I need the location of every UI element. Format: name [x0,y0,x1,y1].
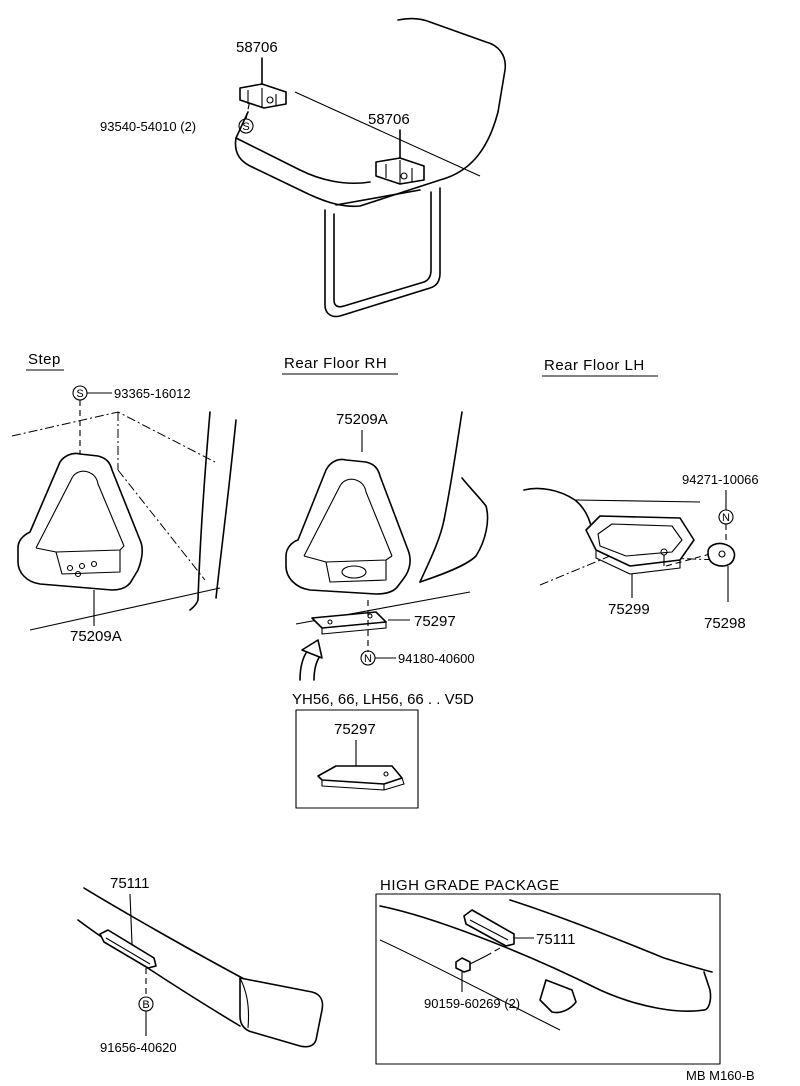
screw-symbol-s: S [76,388,83,400]
step-body-outline [11,411,237,631]
section-header-high-grade: HIGH GRADE PACKAGE [380,877,560,894]
part-label-58706-lower: 58706 [368,111,410,128]
part-label-75299: 75299 [608,601,650,618]
part-label-75297-rh: 75297 [414,613,456,630]
part-label-75111-high-grade: 75111 [536,931,576,948]
part-label-75209A-rh: 75209A [336,411,388,428]
nut-symbol-n-lh: N [722,512,730,524]
diagram-code: MB M160-B [686,1068,755,1083]
nut-label-94180: 94180-40600 [398,651,475,666]
screw-label-90159: 90159-60269 (2) [424,996,520,1011]
lh-plate-75298 [707,542,736,567]
step-bracket-75209A [17,452,143,591]
bumper-standard [77,887,324,1048]
variant-detail-box [295,709,419,809]
high-grade-box [375,893,721,1065]
hinge-58706-lower [375,129,425,185]
bracket-75297-rh [311,611,387,635]
variant-arrow [299,639,323,681]
bolt-label-93540: 93540-54010 (2) [100,119,196,134]
variant-caption: YH56, 66, LH56, 66 . . V5D [292,691,474,708]
hinge-58706-upper [239,57,287,109]
part-label-75111: 75111 [110,875,150,892]
screw-90159 [455,947,501,973]
section-header-rear-floor-lh: Rear Floor LH [544,357,645,374]
nut-symbol-n-rh: N [364,653,372,665]
step-pad-75111-high-grade [463,909,515,947]
bolt-symbol-b: B [142,999,149,1011]
rh-bracket-75209A [285,458,411,595]
bolt-label-91656: 91656-40620 [100,1040,177,1055]
part-label-75297-variant: 75297 [334,721,376,738]
bracket-75297-variant [317,765,405,791]
step-pad-75111 [99,929,157,969]
part-label-75298: 75298 [704,615,746,632]
lh-bracket-75299 [585,515,695,575]
part-label-75209A-step: 75209A [70,628,122,645]
bolt-symbol-s: S [242,121,249,133]
section-header-rear-floor-rh: Rear Floor RH [284,355,387,372]
part-label-58706-upper: 58706 [236,39,278,56]
section-header-step: Step [28,351,61,368]
seat-back-assembly [234,17,507,318]
screw-label-93365: 93365-16012 [114,386,191,401]
nut-label-94271: 94271-10066 [682,472,759,487]
